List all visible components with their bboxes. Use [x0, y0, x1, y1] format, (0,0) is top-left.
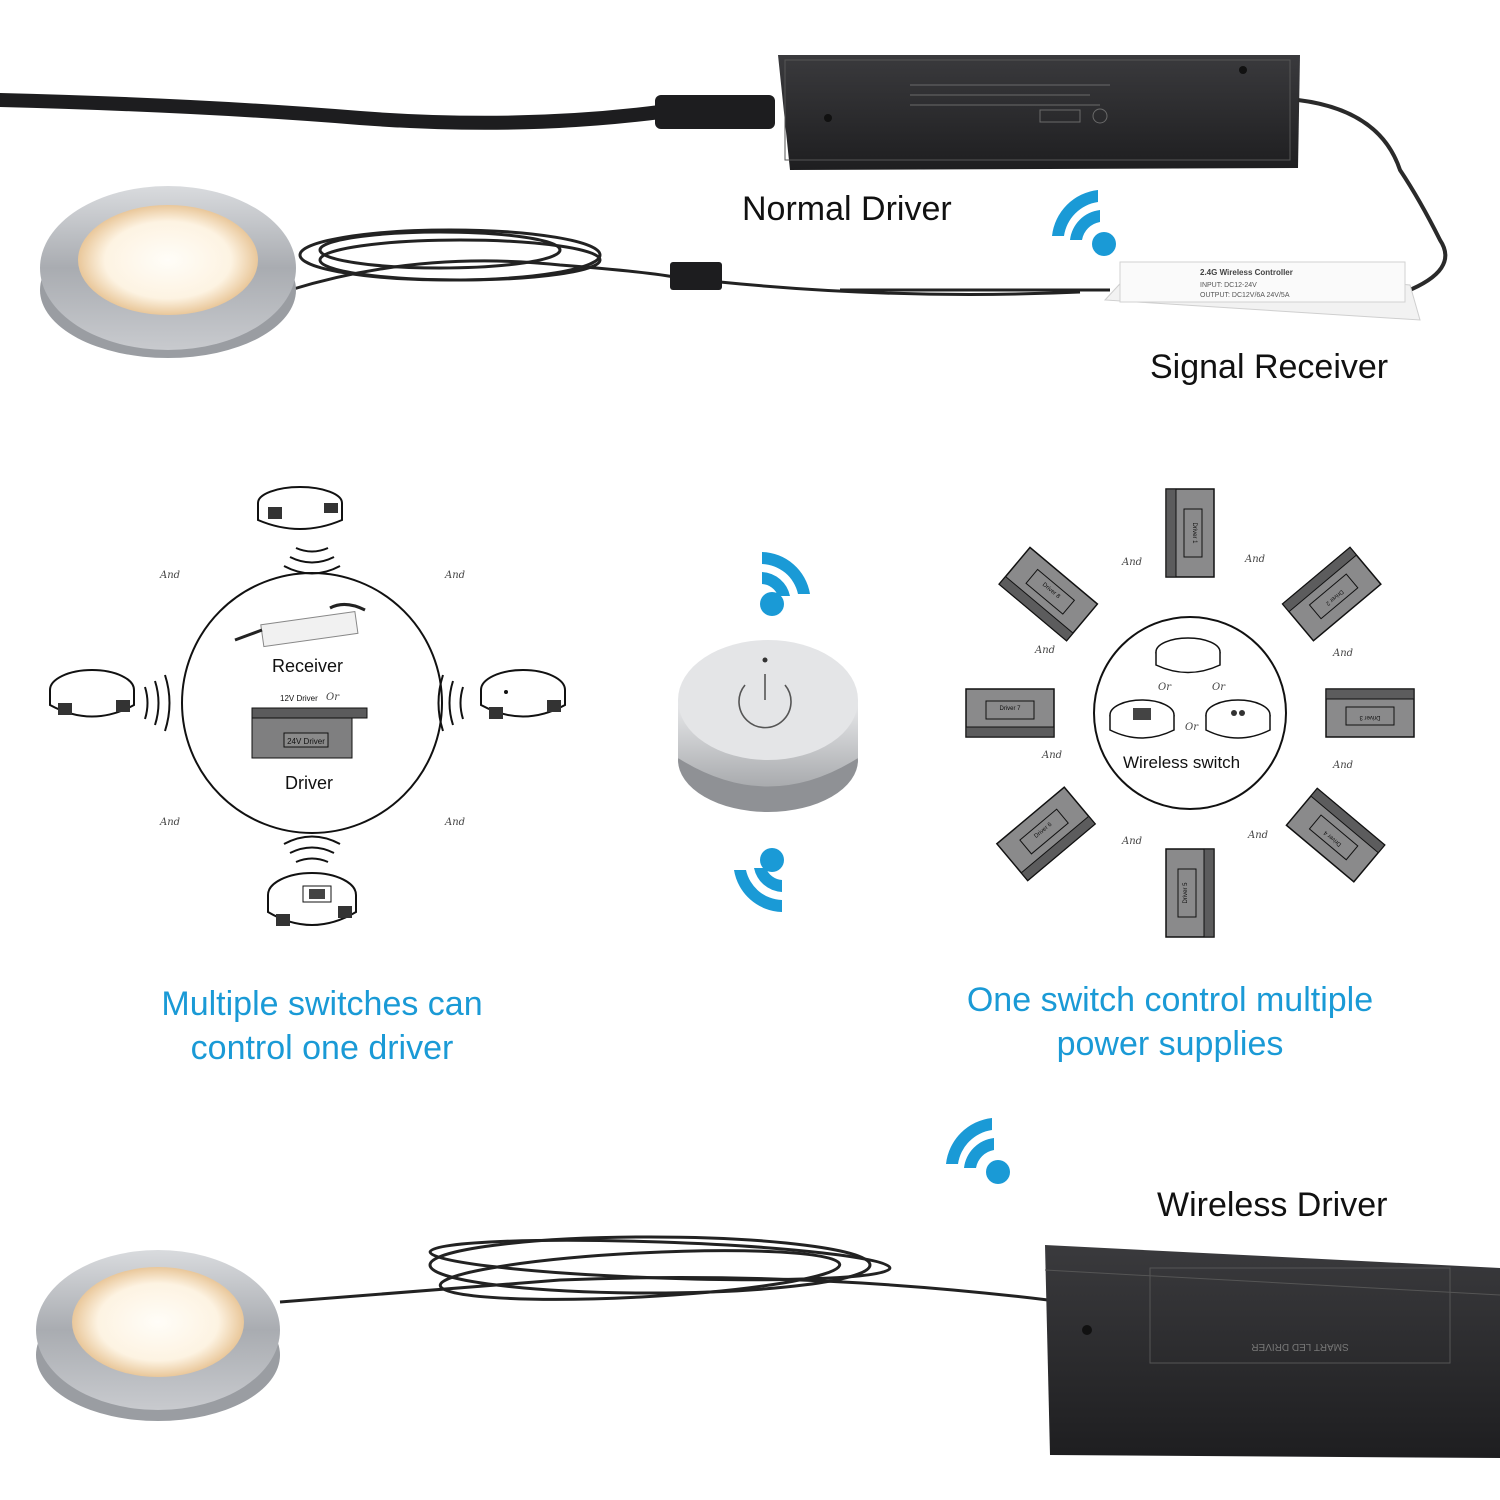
mini-receiver-icon	[234, 603, 366, 648]
and-label-right: And	[1122, 836, 1143, 847]
left-switch-bottom	[267, 872, 357, 926]
driver-box: Driver 7	[965, 688, 1055, 738]
and-label: And	[445, 570, 466, 581]
left-switch-right	[480, 669, 566, 719]
left-caption: Multiple switches can control one driver	[112, 982, 532, 1070]
left-signal-waves	[144, 547, 464, 863]
receiver-device-input: INPUT: DC12-24V	[1200, 282, 1257, 289]
right-caption: One switch control multiple power suppli…	[930, 978, 1410, 1066]
center-wifi-icon-top	[760, 552, 810, 616]
driver-label: Driver	[285, 773, 333, 793]
and-label-right: And	[1248, 830, 1269, 841]
normal-driver-box	[778, 55, 1300, 170]
wireless-driver-label: Wireless Driver	[1157, 1186, 1388, 1224]
wireless-switch-label: Wireless switch	[1123, 753, 1241, 772]
and-label-right: And	[1122, 557, 1143, 568]
and-label-right: And	[1245, 554, 1266, 565]
center-wireless-switch	[678, 640, 858, 812]
right-caption-line2: power supplies	[1056, 1025, 1284, 1063]
left-caption-line2: control one driver	[190, 1029, 454, 1067]
driver-output-cable	[1297, 98, 1448, 294]
driver-box-label: Driver 7	[999, 706, 1021, 712]
or-label-right: Or	[1212, 682, 1225, 693]
receiver-device-text: 2.4G Wireless Controller	[1200, 268, 1293, 277]
right-switch-top	[1155, 637, 1221, 674]
driver-box: Driver 1	[1165, 488, 1215, 578]
radial-drivers: Driver 1 Driver 2 Driver 3 Driver 4 Driver 5…	[965, 488, 1415, 938]
driver-box: Driver 6	[995, 786, 1097, 882]
bottom-cable-coil	[279, 1235, 1049, 1304]
signal-receiver-device: 2.4G Wireless Controller INPUT: DC12-24V…	[1103, 261, 1421, 321]
or-label-right: Or	[1158, 682, 1171, 693]
left-diagram-circle	[181, 572, 443, 834]
driver-box: Driver 4	[1285, 787, 1386, 883]
driver-12v-label: 12V Driver	[280, 694, 318, 703]
driver-box-label: Driver 3	[1359, 714, 1381, 720]
bottom-wifi-icon	[946, 1118, 1010, 1184]
signal-receiver-label: Signal Receiver	[1150, 348, 1389, 386]
left-switch-left	[49, 669, 135, 718]
right-diagram-circle	[1093, 616, 1287, 810]
connector-plug	[670, 262, 722, 290]
right-switch-right	[1205, 699, 1271, 739]
wireless-driver-box: SMART LED DRIVER	[1044, 1245, 1500, 1458]
wifi-signal-icon	[1052, 190, 1116, 256]
driver-box: Driver 8	[998, 546, 1099, 642]
puck-light-top	[40, 186, 296, 358]
or-label-left: Or	[326, 692, 339, 703]
driver-24v-label: 24V Driver	[287, 737, 325, 746]
and-label: And	[160, 570, 181, 581]
or-label-right: Or	[1185, 722, 1198, 733]
left-switch-top	[257, 486, 343, 530]
power-cable	[0, 93, 667, 130]
driver-box: Driver 2	[1281, 546, 1382, 642]
driver-box-label: Driver 5	[1183, 882, 1189, 904]
driver-box-label: Driver 1	[1191, 522, 1197, 544]
and-label-right: And	[1035, 645, 1056, 656]
and-label-right: And	[1333, 648, 1354, 659]
and-label: And	[160, 817, 181, 828]
and-label-right: And	[1333, 760, 1354, 771]
driver-box: Driver 3	[1325, 688, 1415, 738]
mini-driver-icon: 24V Driver	[251, 707, 368, 759]
puck-light-bottom	[36, 1250, 280, 1421]
right-caption-line1: One switch control multiple	[966, 981, 1374, 1019]
top-cable-coil	[298, 228, 602, 282]
receiver-device-output: OUTPUT: DC12V/6A 24V/5A	[1200, 292, 1290, 299]
center-wifi-icon-bottom	[734, 848, 784, 912]
normal-driver-label: Normal Driver	[742, 190, 952, 228]
power-plug	[655, 95, 775, 129]
left-caption-line1: Multiple switches can	[161, 985, 483, 1023]
right-switch-left	[1109, 699, 1175, 739]
driver-box: Driver 5	[1165, 848, 1215, 938]
driver-print-text: SMART LED DRIVER	[1251, 1341, 1348, 1352]
receiver-label: Receiver	[272, 656, 344, 676]
and-label-right: And	[1042, 750, 1063, 761]
and-label: And	[445, 817, 466, 828]
